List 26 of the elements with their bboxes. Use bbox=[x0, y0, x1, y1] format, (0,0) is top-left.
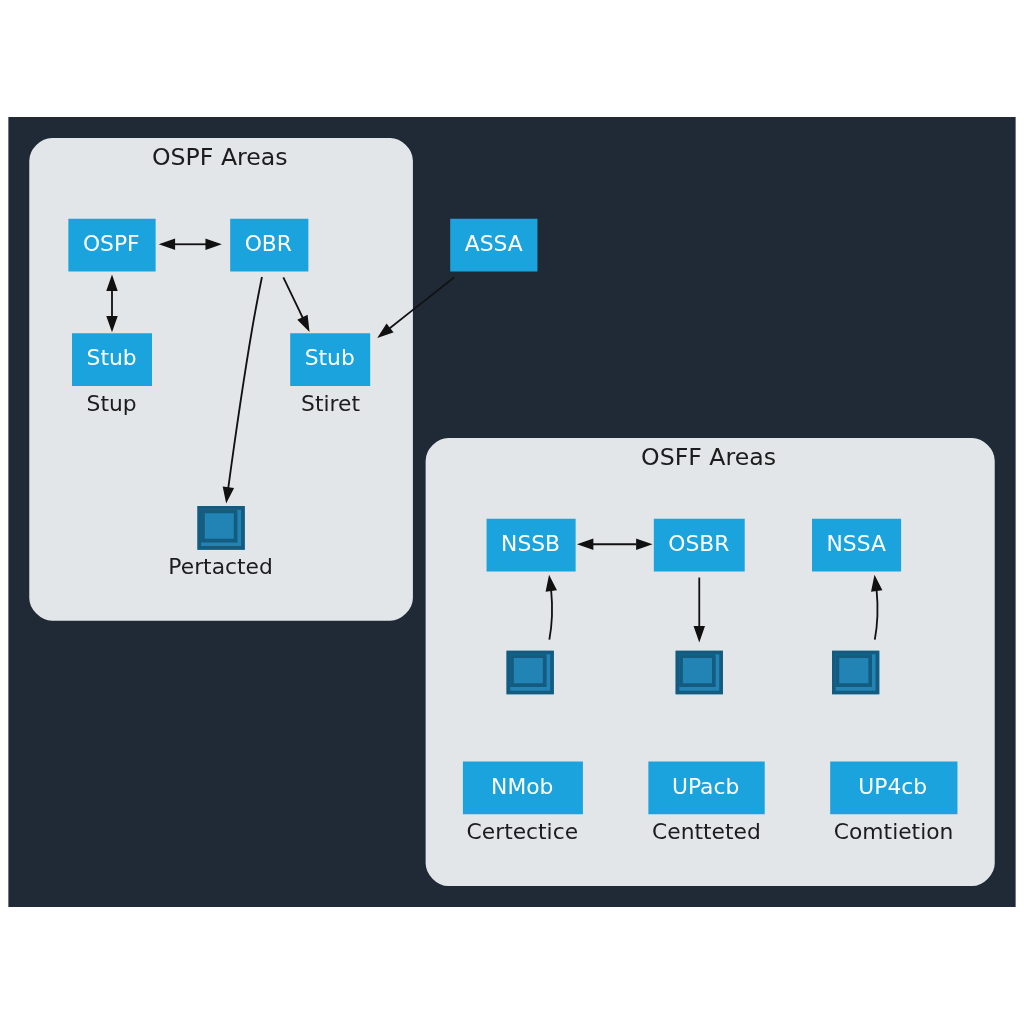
arrow bbox=[871, 574, 883, 641]
node-label: Comtietion bbox=[833, 819, 954, 844]
node-box: OSPF bbox=[68, 218, 156, 272]
arrow bbox=[545, 574, 557, 641]
node-box: UP4cb bbox=[830, 761, 958, 815]
node-box: OSBR bbox=[653, 518, 745, 572]
node-box: NSSB bbox=[486, 518, 576, 572]
node-box: NSSA bbox=[812, 518, 902, 572]
node-label: Centteted bbox=[652, 819, 761, 844]
node-label: Stiret bbox=[301, 390, 360, 416]
arrow bbox=[106, 274, 118, 333]
node-box: Stub bbox=[290, 333, 371, 387]
arrow bbox=[576, 538, 653, 550]
arrow bbox=[158, 238, 222, 250]
arrow bbox=[693, 576, 705, 643]
arrow bbox=[377, 276, 456, 339]
node-box: UPacb bbox=[648, 761, 765, 815]
node-box: ASSA bbox=[450, 218, 538, 272]
node-box: Stub bbox=[72, 333, 152, 387]
node-box: NMob bbox=[462, 761, 583, 815]
node-label: Stup bbox=[86, 390, 137, 416]
node-label: Pertacted bbox=[168, 554, 273, 580]
arrow bbox=[282, 276, 310, 333]
node-label: Certectice bbox=[466, 819, 579, 844]
node-box: OBR bbox=[230, 218, 309, 272]
arrow bbox=[222, 276, 263, 504]
